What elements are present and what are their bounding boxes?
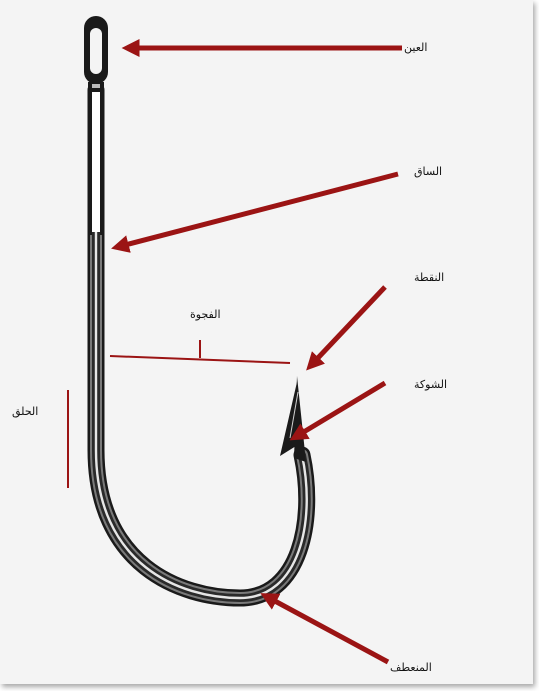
arrow-bend	[273, 600, 388, 662]
label-bend: المنعطف	[390, 662, 432, 673]
label-shank: الساق	[414, 166, 442, 177]
gap-marker	[110, 340, 290, 363]
hook-illustration	[84, 16, 307, 598]
arrow-shank	[125, 174, 398, 245]
hook-eye	[84, 16, 108, 92]
label-throat: الحلق	[12, 406, 38, 417]
label-point: النقطة	[414, 272, 444, 283]
arrow-barb	[302, 383, 385, 433]
label-gap: الفجوة	[190, 309, 221, 320]
hook-body-outer	[96, 90, 307, 598]
arrow-point	[316, 287, 385, 360]
label-barb: الشوكة	[414, 379, 447, 390]
label-eye: العين	[404, 42, 427, 53]
hook-barb	[280, 382, 297, 456]
